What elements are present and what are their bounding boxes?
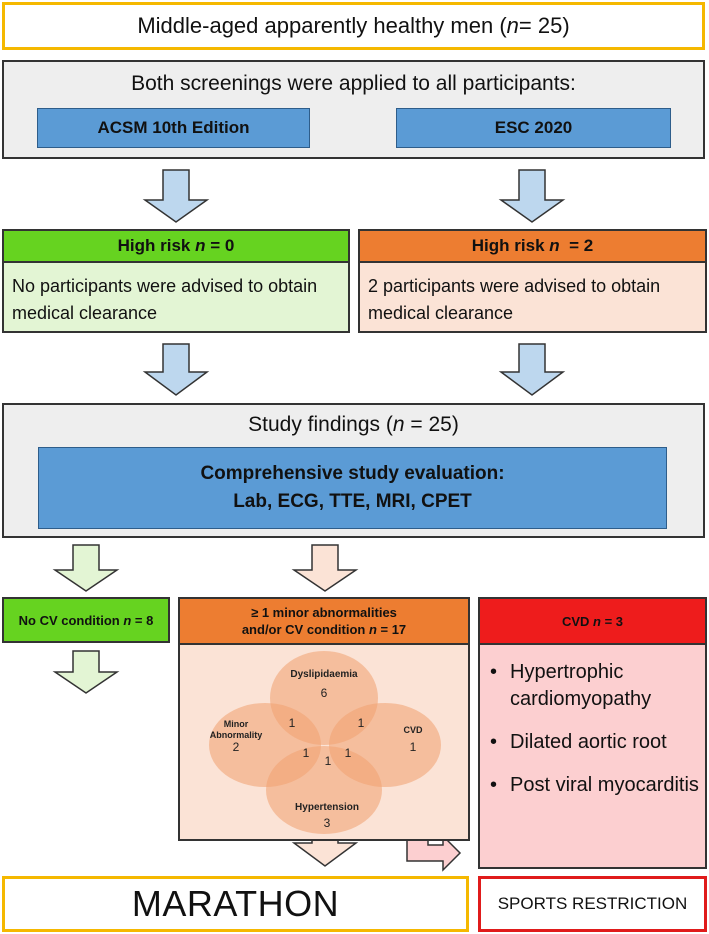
venn-label-hypertension: Hypertension [295,802,359,813]
cvd-list-item: •Dilated aortic root [490,731,667,753]
cvd-header-prefix: CVD [561,613,594,629]
arrow-down-right-risk [498,343,566,396]
high-risk-esc-body: 2 participants were advised to obtain me… [358,263,707,333]
high-risk-acsm-body: No participants were advised to obtain m… [2,263,350,333]
high-risk-esc-n: n [549,236,560,255]
venn-overlap-cvd-hypertension: 1 [345,746,352,760]
cvd-list: •Hypertrophic cardiomyopathy •Dilated ao… [488,659,705,815]
evaluation-box: Comprehensive study evaluation: Lab, ECG… [38,447,667,529]
cvd-list-item: •Post viral myocarditis [490,774,699,796]
high-risk-esc-header: High risk n = 2 [358,229,707,263]
population-n: n [506,13,519,38]
minor-header-line1: ≥ 1 minor abnormalities [251,605,397,620]
venn-label-minor-line1: Minor [224,719,249,729]
minor-line2-suffix: = 17 [376,622,407,637]
screening-panel: Both screenings were applied to all part… [2,60,705,159]
minor-header-line2: and/or CV condition n = 17 [242,621,406,638]
venn-label-minor-line2: Abnormality [210,730,263,740]
arrow-down-no-cv-to-marathon [52,650,120,694]
venn-count-cvd: 1 [410,740,417,754]
cvd-header: CVD n = 3 [480,599,705,645]
screening-heading: Both screenings were applied to all part… [131,72,576,95]
arrow-down-minor [291,544,359,592]
cvd-list-item: •Hypertrophic cardiomyopathy [490,661,652,710]
high-risk-acsm-header: High risk n = 0 [2,229,350,263]
venn-label-dyslipidaemia: Dyslipidaemia [290,669,358,680]
venn-overlap-minor-dyslipidaemia: 1 [289,716,296,730]
no-cv-n: n [123,612,132,628]
evaluation-tests: Lab, ECG, TTE, MRI, CPET [233,491,472,512]
venn-count-hypertension: 3 [324,816,331,830]
acsm-box: ACSM 10th Edition [37,108,310,148]
population-title-prefix: Middle-aged apparently healthy men ( [137,13,507,38]
study-findings-heading: Study findings (n = 25) [4,413,703,437]
cvd-header-suffix: = 3 [600,613,624,629]
population-title-suffix: = 25) [518,13,570,38]
venn-overlap-minor-hypertension: 1 [303,746,310,760]
high-risk-acsm-n: n [195,236,206,255]
venn-label-cvd: CVD [403,725,423,735]
high-risk-esc-prefix: High risk [471,236,545,255]
cvd-item-label: Dilated aortic root [510,731,667,753]
high-risk-acsm-suffix: = 0 [205,236,235,255]
arrow-down-esc [498,169,566,223]
cvd-item-label: Post viral myocarditis [510,774,699,796]
arrow-down-left-risk [142,343,210,396]
venn-overlap-center: 1 [325,754,332,768]
findings-n: n [392,413,405,436]
arrow-down-no-cv [52,544,120,592]
cvd-item-label: Hypertrophic cardiomyopathy [510,661,652,710]
population-title: Middle-aged apparently healthy men (n = … [2,2,705,50]
cvd-panel: CVD n = 3 •Hypertrophic cardiomyopathy •… [478,597,707,869]
venn-count-dyslipidaemia: 6 [321,686,328,700]
findings-suffix: = 25) [404,413,459,436]
esc-box: ESC 2020 [396,108,671,148]
high-risk-acsm-prefix: High risk [117,236,191,255]
venn-count-minor: 2 [233,740,240,754]
no-cv-condition-box: No CV condition n = 8 [2,597,170,643]
venn-overlap-dyslipidaemia-cvd: 1 [358,716,365,730]
sports-restriction-box: SPORTS RESTRICTION [478,876,707,932]
no-cv-suffix: = 8 [131,612,154,628]
cvd-n: n [593,613,601,629]
marathon-box: MARATHON [2,876,469,932]
study-findings-panel: Study findings (n = 25) Comprehensive st… [2,403,705,538]
minor-n: n [368,622,377,637]
findings-prefix: Study findings ( [248,413,393,436]
arrow-down-acsm [142,169,210,223]
minor-abnormalities-panel: ≥ 1 minor abnormalities and/or CV condit… [178,597,470,841]
minor-line2-prefix: and/or CV condition [241,622,369,637]
no-cv-prefix: No CV condition [18,612,124,628]
minor-abnormalities-header: ≥ 1 minor abnormalities and/or CV condit… [180,599,468,645]
evaluation-title: Comprehensive study evaluation: [200,463,505,484]
venn-circle-hypertension [266,746,382,834]
high-risk-esc-suffix: = 2 [559,236,594,255]
venn-diagram: Dyslipidaemia 6 Minor Abnormality 2 CVD … [209,651,441,834]
